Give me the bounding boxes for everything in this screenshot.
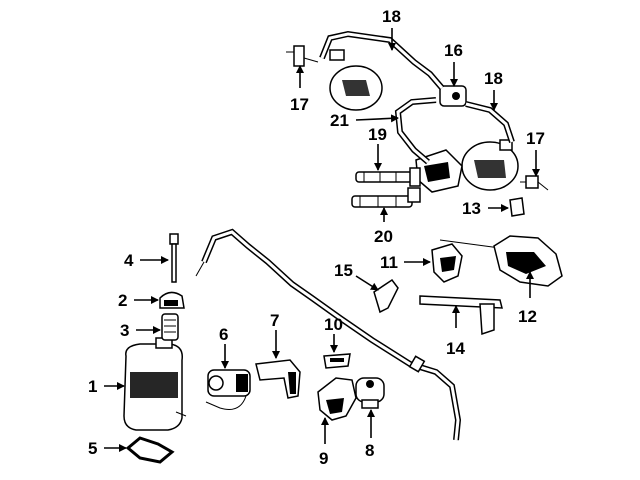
callout-label: 9	[319, 449, 328, 468]
callout-1: 1	[88, 377, 125, 396]
callout-label: 18	[382, 7, 401, 26]
part-12-module-housing	[493, 235, 563, 287]
callout-11: 11	[380, 253, 431, 272]
callout-10: 10	[324, 315, 343, 353]
callout-label: 1	[88, 377, 97, 396]
part-14-link-rod	[419, 295, 503, 336]
callout-label: 5	[88, 439, 97, 458]
callout-label: 19	[368, 125, 387, 144]
part-17-fitting-left	[286, 45, 319, 67]
part-17-fitting-right	[520, 175, 549, 191]
part-4-sensor-rod	[169, 233, 179, 283]
callout-13: 13	[462, 199, 509, 218]
callout-14: 14	[446, 305, 465, 358]
callout-label: 8	[365, 441, 374, 460]
accumulator-left	[329, 49, 383, 111]
callout-label: 7	[270, 311, 279, 330]
callout-17-right: 17	[526, 129, 545, 177]
callout-label: 18	[484, 69, 503, 88]
callout-label: 3	[120, 321, 129, 340]
callout-6: 6	[219, 325, 229, 369]
callout-label: 13	[462, 199, 481, 218]
callout-label: 15	[334, 261, 353, 280]
callout-21: 21	[330, 111, 399, 130]
part-2-cap	[159, 291, 185, 309]
callout-label: 17	[526, 129, 545, 148]
callout-17-left: 17	[290, 65, 309, 114]
callout-label: 17	[290, 95, 309, 114]
part-15-lever	[373, 278, 399, 314]
callout-label: 6	[219, 325, 228, 344]
callout-9: 9	[319, 417, 329, 468]
callout-label: 2	[118, 291, 127, 310]
callout-18-right: 18	[484, 69, 503, 111]
accumulator-right	[461, 139, 519, 191]
callout-label: 12	[518, 307, 537, 326]
callout-label: 4	[124, 251, 134, 270]
callout-label: 10	[324, 315, 343, 334]
callout-label: 11	[380, 253, 398, 272]
part-20-hose	[351, 187, 421, 208]
callout-2: 2	[118, 291, 159, 310]
callout-15: 15	[334, 261, 379, 291]
stabilizer-bar	[195, 228, 462, 441]
callout-7: 7	[270, 311, 280, 359]
part-19-hose	[355, 167, 421, 187]
callout-8: 8	[365, 409, 375, 460]
part-13-clip	[509, 197, 525, 217]
part-3-strainer	[161, 313, 179, 341]
callout-12: 12	[518, 271, 537, 326]
callout-label: 16	[444, 41, 463, 60]
callout-label: 20	[374, 227, 393, 246]
part-16-valve	[439, 85, 467, 107]
part-18-line-upper	[319, 30, 445, 90]
part-1-reservoir-tank	[123, 337, 187, 431]
part-7-bracket	[255, 359, 301, 399]
part-6-pump-motor	[205, 369, 251, 410]
callout-16: 16	[444, 41, 463, 87]
part-18-line-right	[465, 101, 515, 143]
callout-19: 19	[368, 125, 387, 171]
part-10-small-bracket	[323, 353, 351, 369]
callout-label: 14	[446, 339, 465, 358]
callout-20: 20	[374, 207, 393, 246]
part-21-line	[394, 97, 437, 165]
part-11-height-sensor	[431, 239, 501, 283]
part-5-strap	[125, 436, 175, 464]
callout-5: 5	[88, 439, 127, 458]
part-9-mount-bracket	[317, 377, 357, 421]
part-8-relay	[355, 377, 385, 409]
callout-label: 21	[330, 111, 349, 130]
callout-4: 4	[124, 251, 169, 270]
callout-3: 3	[120, 321, 161, 340]
callout-18-upper: 18	[382, 7, 401, 51]
